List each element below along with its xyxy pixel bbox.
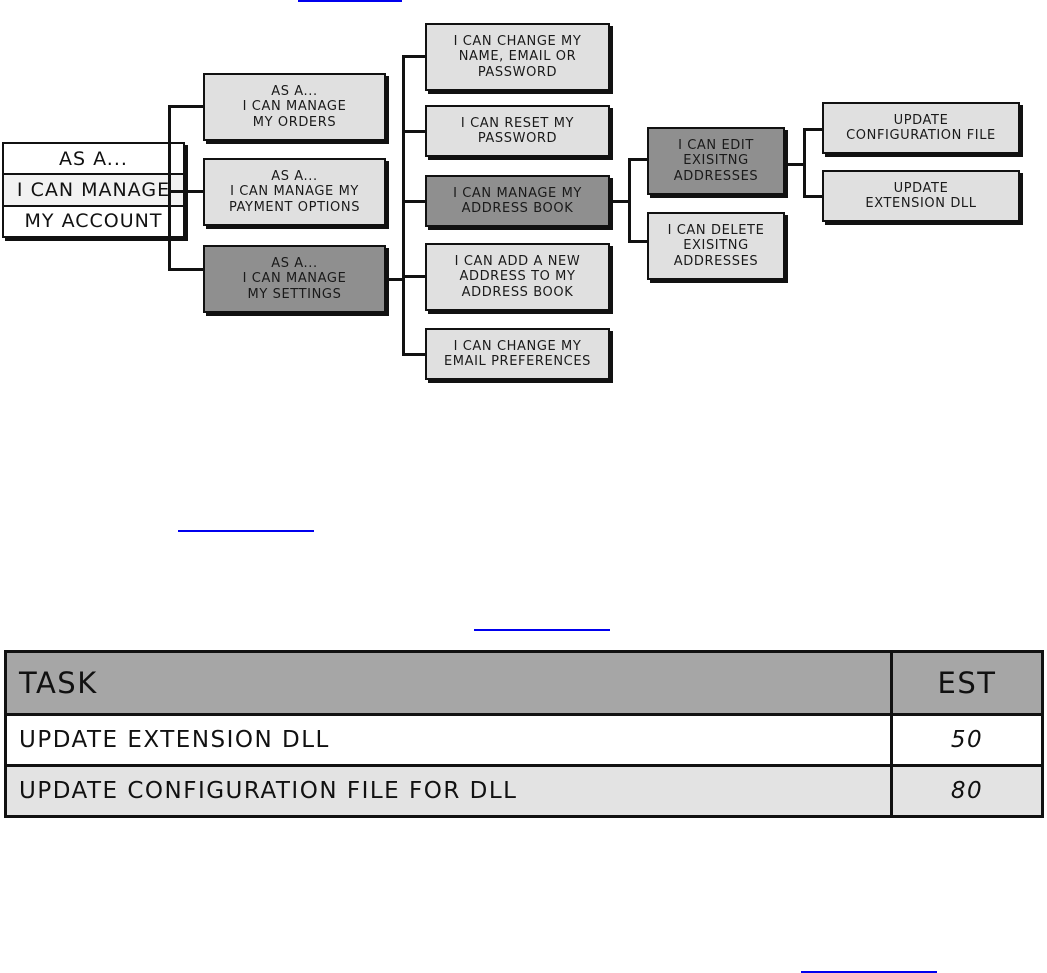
connector-line (785, 163, 805, 166)
task-cell: UPDATE EXTENSION DLL (7, 716, 893, 764)
story-node-line: I CAN ADD A NEW (454, 253, 581, 269)
story-node-line: I CAN MANAGE (242, 271, 347, 287)
story-node-line: ADDRESS BOOK (461, 201, 574, 216)
root-line: I CAN MANAGE (4, 173, 183, 205)
story-node-line: I CAN MANAGE MY (230, 184, 359, 200)
table-row: UPDATE EXTENSION DLL 50 (7, 713, 1041, 764)
story-node-line: PASSWORD (477, 64, 558, 80)
story-node-line: MY SETTINGS (247, 286, 342, 302)
story-node-line: EXISITNG (683, 238, 749, 254)
story-node-line: AS A... (271, 168, 318, 184)
connector-line (628, 240, 648, 243)
story-node-line: I CAN CHANGE MY (453, 33, 582, 49)
link-underline[interactable] (298, 0, 402, 2)
link-underline[interactable] (474, 629, 610, 631)
story-node-line: NAME, EMAIL OR (458, 49, 577, 65)
root-line: AS A... (59, 147, 128, 170)
story-node-line: PASSWORD (477, 131, 558, 146)
connector-line (402, 200, 426, 203)
story-node-line: I CAN EDIT (678, 137, 754, 153)
story-node-line: I CAN CHANGE MY (453, 338, 582, 354)
task-estimate-table: TASK EST UPDATE EXTENSION DLL 50 UPDATE … (4, 650, 1044, 818)
estimate-cell: 80 (950, 778, 984, 804)
connector-line (402, 130, 426, 133)
connector-line (402, 275, 426, 278)
story-node-line: ADDRESSES (673, 253, 759, 269)
story-node-line: AS A... (271, 255, 318, 271)
story-node-line: MY ORDERS (252, 114, 337, 130)
story-node-line: EXISITNG (683, 153, 749, 169)
story-node-line: CONFIGURATION FILE (846, 128, 996, 143)
connector-line (168, 268, 204, 271)
connector-line (168, 105, 204, 108)
connector-line (402, 55, 405, 355)
story-node-line: AS A... (271, 83, 318, 99)
connector-line (168, 105, 171, 271)
story-node-line: ADDRESS TO MY (459, 269, 576, 285)
connector-line (402, 353, 426, 356)
task-cell: UPDATE CONFIGURATION FILE FOR DLL (7, 767, 893, 815)
story-node-line: PAYMENT OPTIONS (228, 199, 361, 215)
connector-line (803, 195, 823, 198)
story-node-line: I CAN MANAGE MY (453, 185, 582, 201)
root-story-my-account: AS A... I CAN MANAGE MY ACCOUNT (2, 142, 185, 238)
table-header-est: EST (937, 666, 997, 700)
connector-line (386, 278, 404, 281)
connector-line (803, 128, 806, 198)
connector-line (628, 158, 631, 241)
connector-line (402, 55, 426, 58)
story-node-line: ADDRESSES (673, 168, 759, 184)
story-node-line: I CAN RESET MY (460, 115, 575, 131)
table-header-row: TASK EST (7, 653, 1041, 713)
connector-line (168, 190, 204, 193)
root-line: MY ACCOUNT (4, 204, 183, 236)
connector-line (628, 158, 648, 161)
link-underline[interactable] (801, 971, 937, 973)
table-header-task: TASK (7, 653, 893, 713)
estimate-cell: 50 (950, 727, 984, 753)
story-node-line: EMAIL PREFERENCES (443, 354, 592, 369)
connector-line (803, 128, 823, 131)
story-node-line: I CAN MANAGE (242, 99, 347, 115)
story-node-line: ADDRESS BOOK (461, 284, 574, 300)
story-node-line: EXTENSION DLL (865, 196, 977, 211)
table-row: UPDATE CONFIGURATION FILE FOR DLL 80 (7, 764, 1041, 815)
connector-line (610, 200, 630, 203)
story-node-line: UPDATE (893, 180, 949, 196)
story-node-line: I CAN DELETE (667, 222, 765, 238)
link-underline[interactable] (178, 530, 314, 532)
story-node-line: UPDATE (893, 112, 949, 128)
